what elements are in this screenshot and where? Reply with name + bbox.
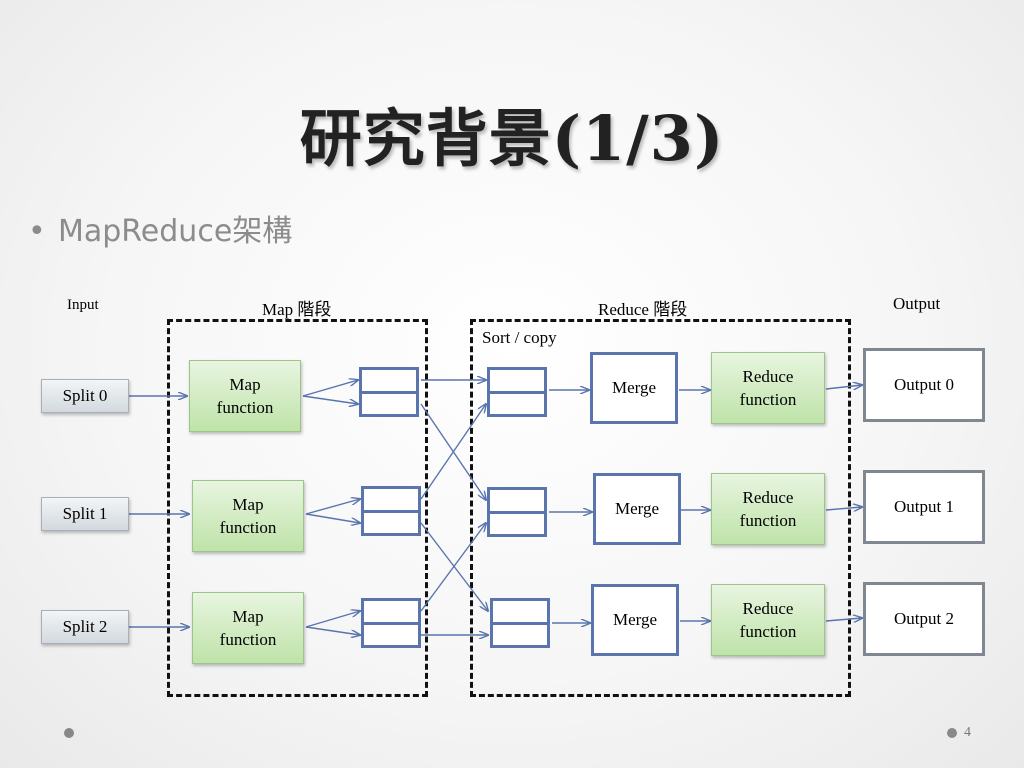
output-2: Output 2	[863, 582, 985, 656]
reduce-stage-label: Reduce 階段	[598, 300, 688, 319]
edge-shuffle-1-2	[420, 522, 488, 611]
edge-reduce1-output1	[825, 507, 862, 510]
map-buffer-1	[361, 486, 421, 536]
output-1: Output 1	[863, 470, 985, 544]
bullet-dot-icon: •	[28, 214, 46, 249]
page-number: 4	[964, 725, 971, 740]
edge-map1-buf1a	[305, 499, 360, 515]
edge-reduce2-output2	[825, 618, 862, 621]
footer-left-dot-icon	[64, 728, 74, 738]
reduce-buffer-2	[490, 598, 550, 648]
edge-map2-buf2b	[305, 626, 360, 635]
merge-1: Merge	[593, 473, 681, 545]
input-label: Input	[67, 297, 99, 313]
split-2: Split 2	[41, 610, 129, 644]
bullet-text: MapReduce架構	[58, 214, 293, 249]
reduce-buffer-0	[487, 367, 547, 417]
edge-map2-buf2a	[305, 611, 360, 628]
bullet-item: • MapReduce架構	[28, 206, 292, 250]
split-1: Split 1	[41, 497, 129, 531]
slide-title: 研究背景(1/3)	[299, 102, 725, 175]
edge-map0-buf0a	[302, 380, 358, 397]
map-stage-label: Map 階段	[262, 300, 332, 319]
merge-2: Merge	[591, 584, 679, 656]
map-buffer-0	[359, 367, 419, 417]
map-buffer-2	[361, 598, 421, 648]
edge-map1-buf1b	[305, 513, 360, 523]
edge-map0-buf0b	[302, 395, 358, 404]
output-label: Output	[893, 294, 941, 313]
edge-shuffle-1-0	[420, 404, 486, 500]
reduce-buffer-1	[487, 487, 547, 537]
footer-right-dot-icon	[947, 728, 957, 738]
output-0: Output 0	[863, 348, 985, 422]
edge-shuffle-2-1	[420, 523, 486, 612]
merge-0: Merge	[590, 352, 678, 424]
edge-reduce0-output0	[825, 385, 862, 389]
sort-copy-label: Sort / copy	[482, 328, 557, 347]
split-0: Split 0	[41, 379, 129, 413]
map-stage-region	[167, 319, 428, 697]
